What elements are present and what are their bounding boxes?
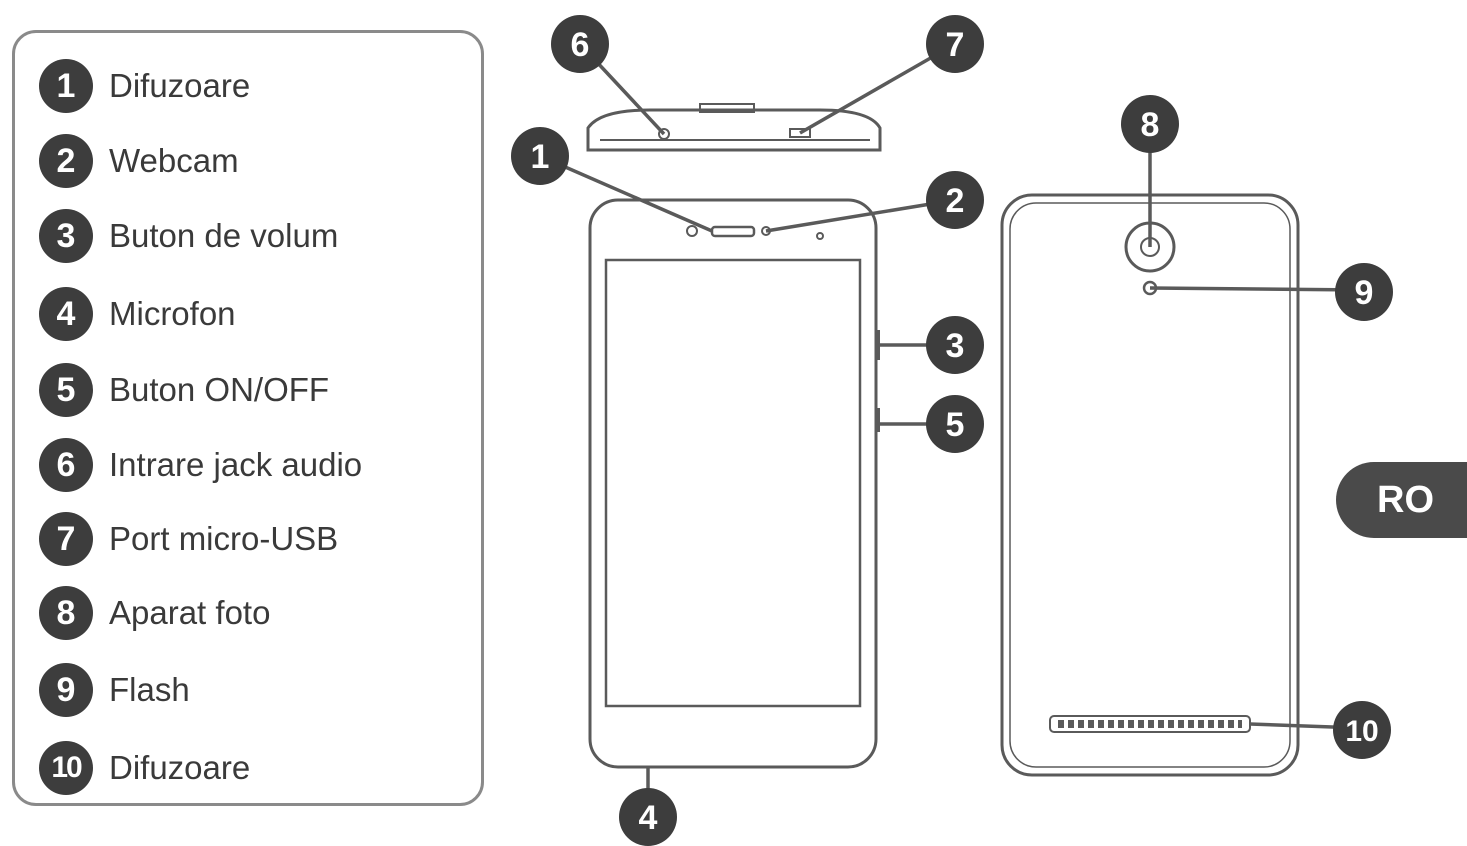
legend-badge: 3 [39, 209, 93, 263]
legend-item-10: 10 Difuzoare [39, 741, 250, 795]
callout-3: 3 [926, 316, 984, 374]
audio-jack [658, 128, 670, 140]
legend-item-7: 7 Port micro-USB [39, 512, 338, 566]
legend-panel: 1 Difuzoare 2 Webcam 3 Buton de volum 4 … [12, 30, 484, 806]
legend-badge: 8 [39, 586, 93, 640]
svg-text:10: 10 [1345, 715, 1378, 748]
svg-text:4: 4 [639, 799, 658, 837]
svg-text:9: 9 [1355, 274, 1374, 312]
svg-text:7: 7 [946, 26, 965, 64]
legend-label: Aparat foto [109, 594, 271, 631]
legend-badge: 10 [39, 741, 93, 795]
phone-screen [604, 258, 862, 708]
callout-group: 6 7 1 2 3 5 4 8 9 10 [511, 15, 1393, 846]
callout-6: 6 [551, 15, 609, 73]
legend-label: Difuzoare [109, 749, 251, 786]
earpiece [710, 225, 756, 238]
legend-label: Buton de volum [109, 217, 339, 254]
legend-label: Webcam [109, 142, 239, 179]
legend-label: Buton ON/OFF [109, 371, 330, 408]
legend-badge: 9 [39, 663, 93, 717]
phone-top-edge [586, 108, 882, 152]
legend-item-2: 2 Webcam [39, 134, 239, 188]
legend-badge: 6 [39, 438, 93, 492]
legend-item-6: 6 Intrare jack audio [39, 438, 362, 492]
legend-item-8: 8 Aparat foto [39, 586, 270, 640]
callout-1: 1 [511, 127, 569, 185]
legend-label: Microfon [109, 295, 236, 332]
svg-text:5: 5 [946, 406, 965, 444]
legend-item-5: 5 Buton ON/OFF [39, 363, 329, 417]
svg-text:1: 1 [531, 138, 550, 176]
svg-text:8: 8 [1141, 106, 1160, 144]
svg-text:3: 3 [946, 327, 965, 365]
legend-badge: 1 [39, 59, 93, 113]
callout-5: 5 [926, 395, 984, 453]
language-tab: RO [1336, 462, 1467, 538]
legend-item-4: 4 Microfon [39, 287, 236, 341]
legend-item-1: 1 Difuzoare [39, 59, 250, 113]
legend-label: Difuzoare [109, 67, 251, 104]
usb-port [789, 128, 811, 138]
callout-8: 8 [1121, 95, 1179, 153]
callout-10: 10 [1333, 701, 1391, 759]
legend-item-3: 3 Buton de volum [39, 209, 338, 263]
svg-text:2: 2 [946, 182, 965, 220]
legend-badge: 5 [39, 363, 93, 417]
callout-4: 4 [619, 788, 677, 846]
legend-label: Intrare jack audio [109, 446, 363, 483]
callout-2: 2 [926, 171, 984, 229]
svg-text:6: 6 [571, 26, 590, 64]
callout-9: 9 [1335, 263, 1393, 321]
legend-badge: 7 [39, 512, 93, 566]
legend-label: Flash [109, 671, 190, 708]
legend-item-9: 9 Flash [39, 663, 190, 717]
legend-badge: 4 [39, 287, 93, 341]
front-camera [686, 225, 698, 237]
phone-front [588, 198, 878, 769]
callout-7: 7 [926, 15, 984, 73]
legend-badge: 2 [39, 134, 93, 188]
legend-label: Port micro-USB [109, 520, 339, 557]
